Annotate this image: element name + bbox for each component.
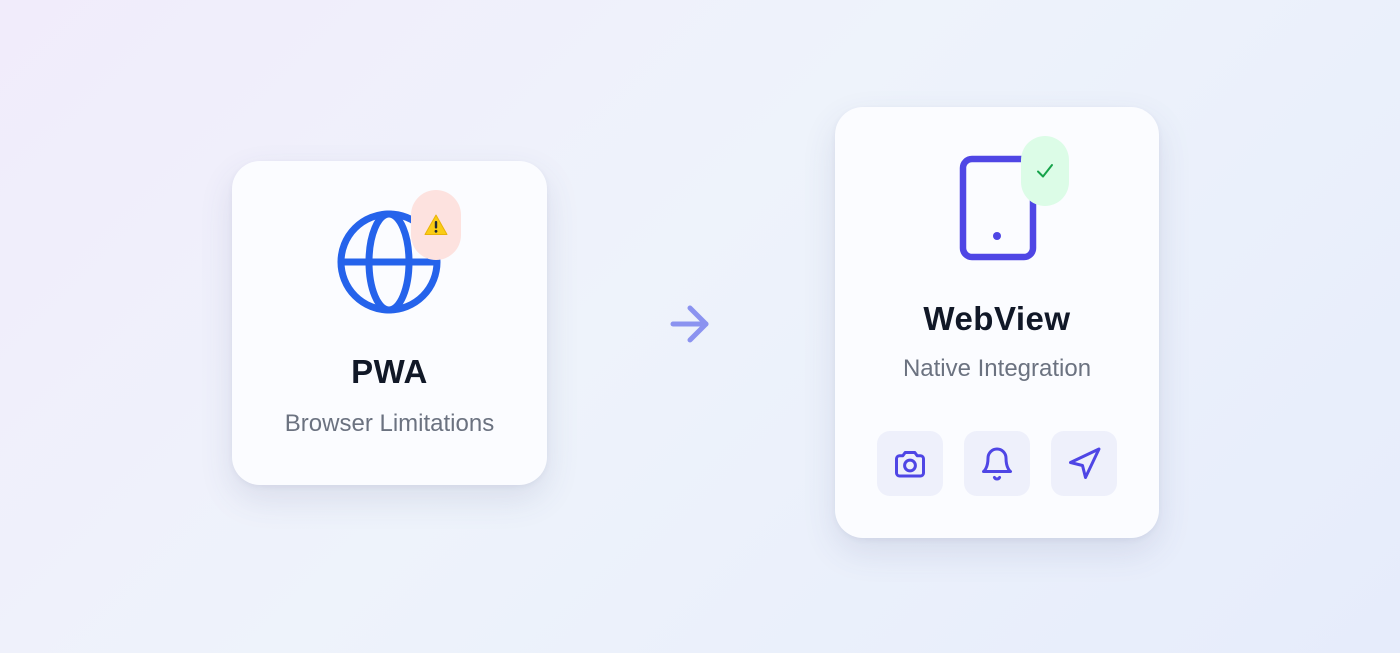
camera-button[interactable] — [877, 431, 943, 496]
arrow-right-icon — [670, 305, 709, 343]
globe-icon — [337, 210, 441, 314]
webview-title: WebView — [923, 300, 1071, 337]
check-icon — [1037, 164, 1053, 178]
success-badge — [1021, 136, 1069, 206]
navigation-icon — [1069, 447, 1101, 479]
camera-icon — [895, 450, 925, 477]
webview-card: WebView Native Integration — [835, 107, 1159, 538]
feature-icons — [877, 431, 1117, 497]
webview-subtitle: Native Integration — [902, 355, 1092, 382]
warning-icon — [424, 214, 448, 235]
location-button[interactable] — [1051, 431, 1117, 496]
bell-icon — [982, 447, 1012, 480]
pwa-card: PWA Browser Limitations — [232, 161, 547, 485]
notification-button[interactable] — [964, 431, 1030, 496]
warning-badge — [411, 190, 461, 260]
tablet-icon — [959, 155, 1037, 261]
pwa-title: PWA — [351, 353, 428, 390]
pwa-subtitle: Browser Limitations — [284, 410, 495, 437]
